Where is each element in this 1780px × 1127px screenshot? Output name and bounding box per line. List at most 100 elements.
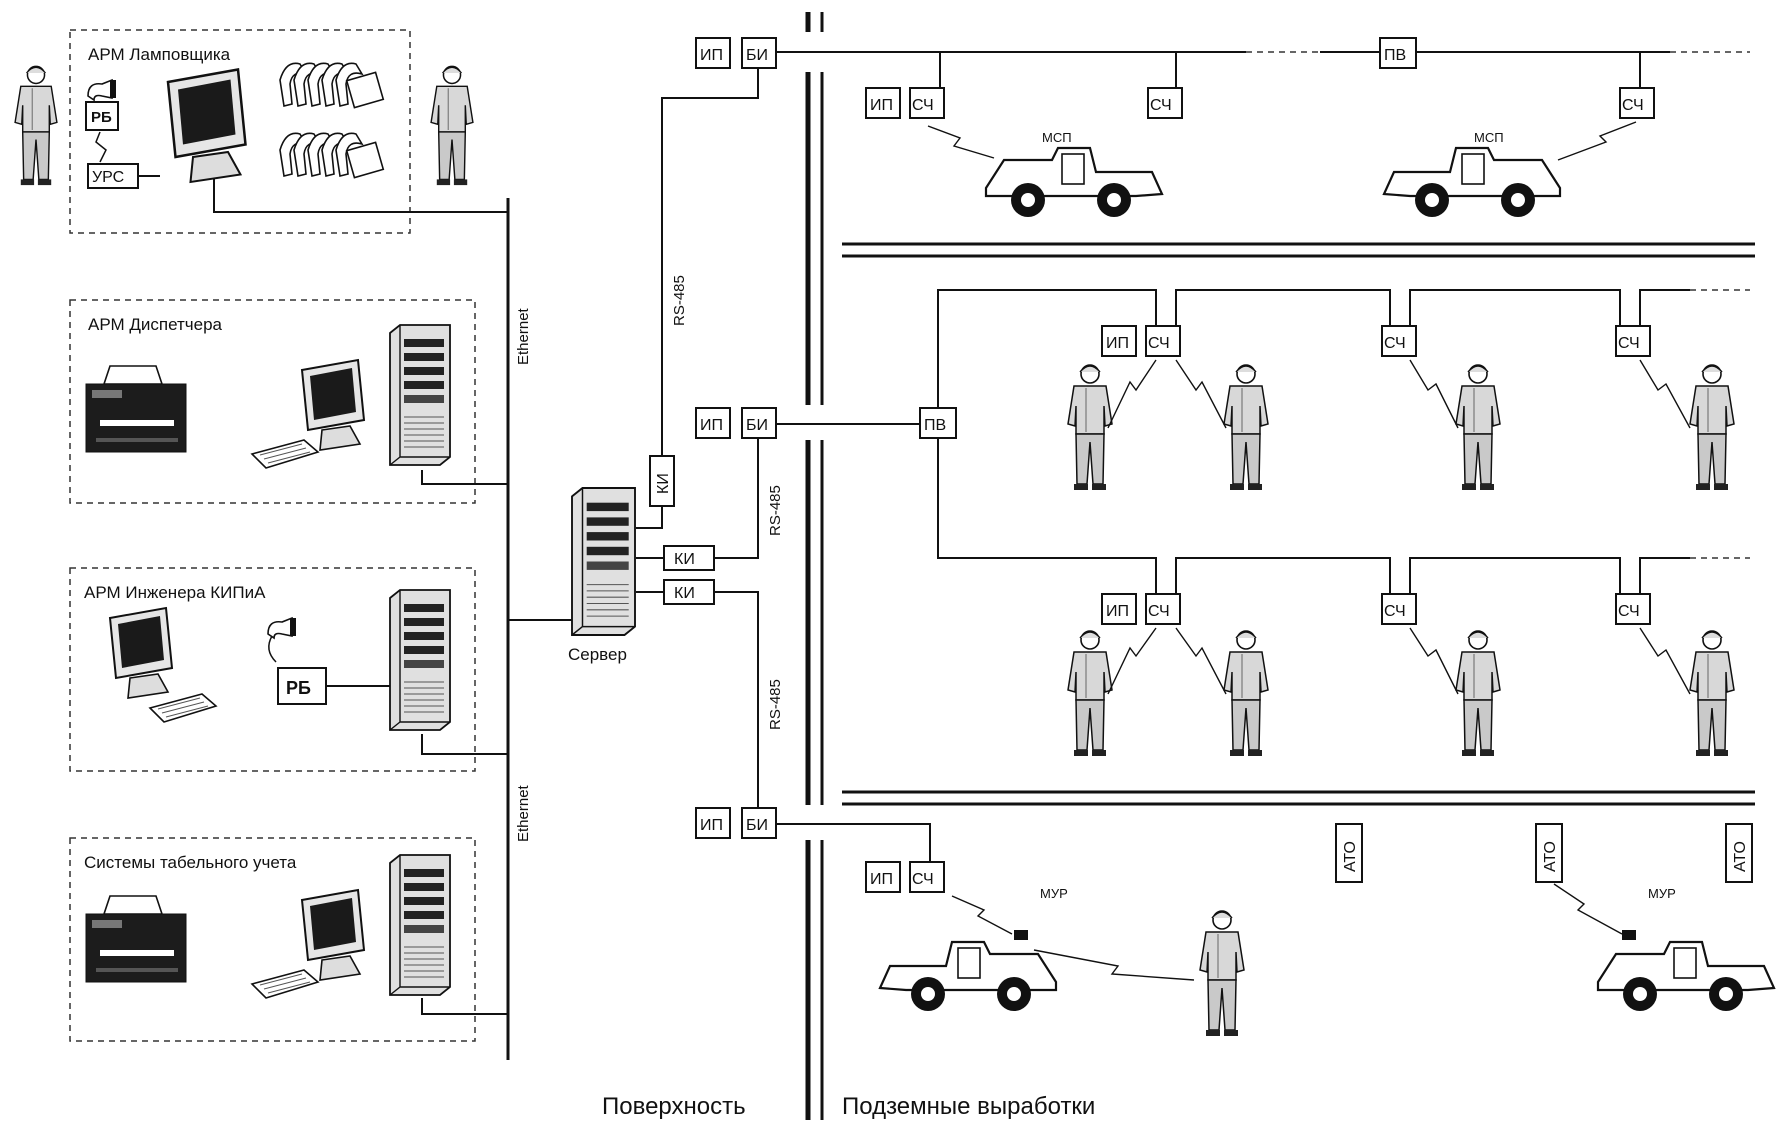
ip-label: ИП bbox=[700, 817, 723, 834]
worker-icon bbox=[1689, 364, 1735, 491]
ki-label: КИ bbox=[655, 473, 672, 494]
workstation-engineer-title: АРМ Инженера КИПиА bbox=[84, 583, 266, 602]
server-tower-icon bbox=[571, 487, 636, 636]
ethernet-label: Ethernet bbox=[515, 307, 532, 365]
worker-icon bbox=[1455, 630, 1501, 757]
ato-tag bbox=[1535, 823, 1563, 883]
rs485-label: RS-485 bbox=[767, 679, 784, 730]
server-tower-icon bbox=[389, 324, 451, 466]
ato-tag bbox=[1335, 823, 1363, 883]
surface-underground-boundary bbox=[805, 12, 824, 1120]
ato-label: АТО bbox=[1542, 841, 1559, 872]
worker-icon bbox=[1199, 910, 1245, 1037]
monitor-icon bbox=[301, 889, 365, 981]
bi-label: БИ bbox=[746, 417, 768, 434]
ki-converter-bottom bbox=[663, 579, 715, 605]
msp-label: МСП bbox=[1474, 130, 1504, 145]
ip-power-supply bbox=[865, 87, 901, 119]
sch-label: СЧ bbox=[1384, 603, 1406, 620]
ip-label: ИП bbox=[1106, 603, 1129, 620]
ki-label: КИ bbox=[674, 585, 695, 602]
rb-badge-icon bbox=[277, 667, 327, 705]
mur-label: МУР bbox=[1648, 886, 1676, 901]
pv-label: ПВ bbox=[1384, 47, 1406, 64]
sch-reader bbox=[909, 861, 945, 893]
lamp-icon bbox=[267, 617, 297, 639]
sch-reader bbox=[1615, 593, 1651, 625]
ip-label: ИП bbox=[700, 47, 723, 64]
worker-icon bbox=[430, 65, 474, 186]
rb-label: РБ bbox=[91, 109, 112, 126]
charging-rack-icon bbox=[279, 62, 385, 109]
workstation-lamp-frame bbox=[69, 29, 411, 234]
ip-power-supply bbox=[1101, 593, 1137, 625]
sch-reader bbox=[909, 87, 945, 119]
zone-underground-label: Подземные выработки bbox=[842, 1093, 1095, 1120]
ip-label: ИП bbox=[870, 871, 893, 888]
ip-power-supply bbox=[695, 37, 731, 69]
truck-icon bbox=[984, 146, 1164, 219]
truck-icon bbox=[878, 940, 1058, 1013]
workstation-timesheet-title: Системы табельного учета bbox=[84, 853, 297, 872]
sch-label: СЧ bbox=[1148, 603, 1170, 620]
ip-power-supply bbox=[865, 861, 901, 893]
sch-label: СЧ bbox=[1622, 97, 1644, 114]
truck-icon bbox=[1596, 940, 1776, 1013]
sch-reader bbox=[1145, 593, 1181, 625]
worker-icon bbox=[1455, 364, 1501, 491]
rb-label: РБ bbox=[286, 678, 311, 698]
sch-label: СЧ bbox=[912, 97, 934, 114]
workstation-engineer-frame bbox=[69, 567, 476, 772]
sch-label: СЧ bbox=[1384, 335, 1406, 352]
server-label: Сервер bbox=[568, 645, 627, 664]
monitor-icon bbox=[166, 68, 247, 184]
sch-label: СЧ bbox=[1618, 603, 1640, 620]
rs485-label: RS-485 bbox=[671, 275, 688, 326]
truck-icon bbox=[1382, 146, 1562, 219]
bi-label: БИ bbox=[746, 817, 768, 834]
ip-power-supply bbox=[695, 807, 731, 839]
server-tower-icon bbox=[389, 854, 451, 996]
sch-reader bbox=[1381, 325, 1417, 357]
ip-label: ИП bbox=[870, 97, 893, 114]
monitor-icon bbox=[109, 607, 173, 699]
rs485-label: RS-485 bbox=[767, 485, 784, 536]
worker-icon bbox=[1067, 630, 1113, 757]
ethernet-label: Ethernet bbox=[515, 784, 532, 842]
bi-interface-block bbox=[741, 407, 777, 439]
sch-label: СЧ bbox=[1148, 335, 1170, 352]
mur-label: МУР bbox=[1040, 886, 1068, 901]
rb-urs-link bbox=[95, 131, 107, 163]
keyboard-icon bbox=[251, 439, 319, 469]
sch-label: СЧ bbox=[1150, 97, 1172, 114]
msp-label: МСП bbox=[1042, 130, 1072, 145]
sch-reader bbox=[1145, 325, 1181, 357]
sch-reader bbox=[1615, 325, 1651, 357]
workstation-dispatcher-frame bbox=[69, 299, 476, 504]
sch-reader bbox=[1381, 593, 1417, 625]
worker-icon bbox=[14, 65, 58, 186]
printer-icon bbox=[85, 365, 187, 453]
ato-label: АТО bbox=[1732, 841, 1749, 872]
printer-icon bbox=[85, 895, 187, 983]
sch-label: СЧ bbox=[912, 871, 934, 888]
ip-power-supply bbox=[1101, 325, 1137, 357]
keyboard-icon bbox=[251, 969, 319, 999]
pv-label: ПВ bbox=[924, 417, 946, 434]
pv-splitter bbox=[919, 407, 957, 439]
lamp-icon bbox=[87, 79, 117, 101]
worker-icon bbox=[1223, 630, 1269, 757]
worker-icon bbox=[1223, 364, 1269, 491]
workstation-dispatcher-title: АРМ Диспетчера bbox=[88, 315, 223, 334]
ip-power-supply bbox=[695, 407, 731, 439]
pv-splitter bbox=[1379, 37, 1417, 69]
server-tower-icon bbox=[389, 589, 451, 731]
workstation-lamp-title: АРМ Ламповщика bbox=[88, 45, 231, 64]
ki-label: КИ bbox=[674, 551, 695, 568]
rs485-line-mid bbox=[714, 438, 759, 559]
ip-label: ИП bbox=[1106, 335, 1129, 352]
sch-reader bbox=[1147, 87, 1183, 119]
rb-badge-icon bbox=[85, 101, 119, 131]
keyboard-icon bbox=[149, 693, 217, 723]
